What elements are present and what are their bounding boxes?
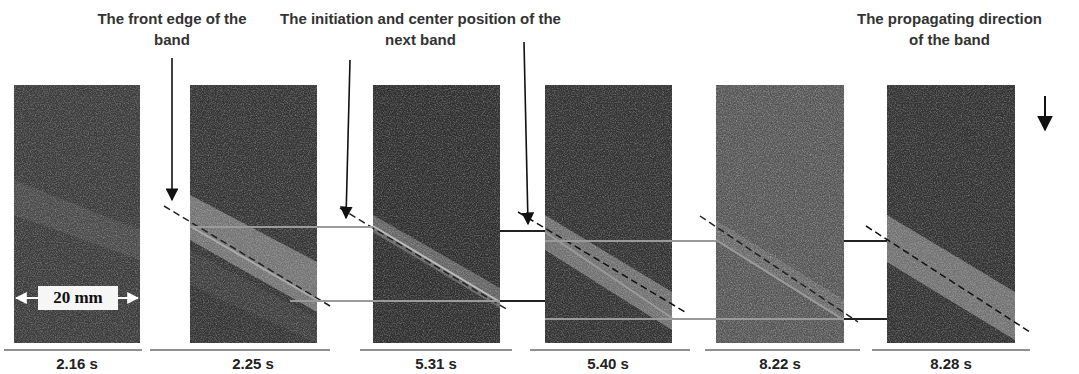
label-holder: 8.22 s — [740, 355, 820, 373]
tracking-line — [190, 227, 887, 319]
photo-panel — [190, 85, 317, 343]
time-label: 2.25 s — [213, 355, 293, 373]
band-edge — [164, 206, 1030, 332]
base-line — [4, 349, 1030, 350]
leader-arrow — [172, 42, 1045, 224]
band-line — [190, 226, 844, 320]
time-label: 2.16 s — [37, 355, 117, 373]
label-holder: 8.28 s — [911, 355, 991, 373]
photo-panel — [373, 85, 500, 343]
photo-panel — [545, 85, 672, 343]
annotation-text: The initiation and center position of th… — [278, 8, 563, 50]
label-holder: The initiation and center position of th… — [278, 8, 563, 50]
time-label: 8.28 s — [911, 355, 991, 373]
label-holder: 5.40 s — [568, 355, 648, 373]
time-label: 5.31 s — [396, 355, 476, 373]
label-holder: 2.16 s — [37, 355, 117, 373]
label-holder: The propagating direction of the band — [852, 8, 1047, 50]
label-holder: 2.25 s — [213, 355, 293, 373]
scale-label: 20 mm — [38, 286, 118, 310]
photo-panel — [716, 85, 844, 343]
time-label: 8.22 s — [740, 355, 820, 373]
photo-panel — [887, 85, 1015, 343]
label-holder: The front edge of the band — [87, 8, 257, 50]
time-label: 5.40 s — [568, 355, 648, 373]
annotation-text: The front edge of the band — [87, 8, 257, 50]
photo-panel — [14, 85, 140, 343]
annotation-text: The propagating direction of the band — [852, 8, 1047, 50]
label-holder: 5.31 s — [396, 355, 476, 373]
label-holder: 20 mm — [38, 286, 118, 310]
